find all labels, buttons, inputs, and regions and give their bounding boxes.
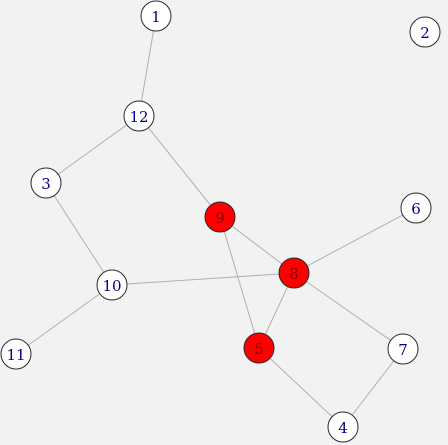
node-10: 10 [96, 269, 128, 301]
node-circle-8 [278, 257, 310, 289]
node-label-10: 10 [102, 277, 121, 295]
node-label-5: 5 [254, 340, 264, 358]
edge-3-10 [45, 182, 113, 286]
node-circle-6 [400, 192, 432, 224]
edge-8-6 [293, 207, 417, 274]
node-circle-11 [0, 338, 32, 370]
node-circle-12 [123, 100, 155, 132]
edge-9-5 [219, 216, 260, 349]
node-label-6: 6 [411, 200, 421, 218]
node-7: 7 [387, 333, 419, 365]
edge-5-4 [258, 347, 344, 428]
edge-7-4 [342, 348, 404, 428]
node-label-3: 3 [41, 175, 51, 193]
node-11: 11 [0, 338, 32, 370]
node-label-12: 12 [129, 108, 148, 126]
node-label-11: 11 [6, 346, 25, 364]
node-label-4: 4 [338, 419, 348, 437]
node-label-8: 8 [289, 265, 299, 283]
node-8: 8 [278, 257, 310, 289]
node-circle-2 [409, 16, 441, 48]
node-label-9: 9 [215, 209, 225, 227]
node-circle-10 [96, 269, 128, 301]
node-5: 5 [243, 332, 275, 364]
node-circle-4 [327, 411, 359, 443]
node-circle-3 [30, 167, 62, 199]
node-2: 2 [409, 16, 441, 48]
node-4: 4 [327, 411, 359, 443]
node-label-2: 2 [420, 24, 430, 42]
node-circle-1 [140, 0, 172, 32]
node-circle-9 [204, 201, 236, 233]
edge-8-7 [293, 272, 404, 350]
edge-10-8 [111, 272, 295, 286]
node-12: 12 [123, 100, 155, 132]
graph-edges [15, 15, 417, 428]
node-3: 3 [30, 167, 62, 199]
node-label-1: 1 [151, 8, 161, 26]
node-circle-7 [387, 333, 419, 365]
node-6: 6 [400, 192, 432, 224]
edge-12-3 [45, 115, 140, 184]
edge-10-11 [15, 284, 113, 355]
node-circle-5 [243, 332, 275, 364]
node-1: 1 [140, 0, 172, 32]
edge-12-9 [138, 115, 221, 218]
edge-1-12 [138, 15, 157, 117]
node-9: 9 [204, 201, 236, 233]
node-label-7: 7 [398, 341, 408, 359]
